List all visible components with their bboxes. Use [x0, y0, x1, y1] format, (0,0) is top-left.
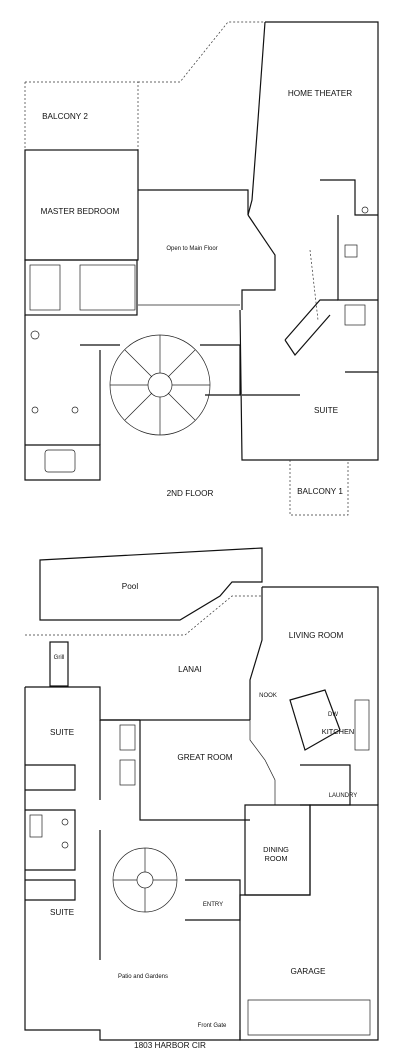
- main-floor-plan: Pool Grill LANAI LIVING ROOM NOOK DW KIT…: [24, 547, 379, 1050]
- master-bedroom-label: MASTER BEDROOM: [41, 207, 120, 216]
- stair-landing-walls: [80, 344, 241, 396]
- balcony-1-label: BALCONY 1: [297, 487, 343, 496]
- suite-fixture-1: [344, 244, 358, 258]
- grill-walls: [49, 641, 69, 687]
- suites-bath: [25, 809, 76, 871]
- great-room-angled-wall: [249, 720, 276, 805]
- front-gate-label: Front Gate: [198, 1023, 227, 1029]
- home-theater-walls: [247, 21, 379, 373]
- suite-bath-fixture-1: [29, 814, 43, 838]
- suite-bath-fixture-2: [61, 818, 69, 826]
- open-area-top-wall: [138, 189, 249, 215]
- roofline-dashed: [138, 21, 265, 83]
- living-room-west-wall: [249, 587, 263, 720]
- patio-and-gardens-label: Patio and Gardens: [118, 974, 168, 980]
- nook-label: NOOK: [259, 693, 277, 699]
- garage-walls: [239, 804, 379, 1041]
- bath-fixture-1: [29, 264, 61, 311]
- laundry-walls: [300, 764, 351, 806]
- great-room-fixture-2: [119, 759, 136, 786]
- second-floor-title: 2ND FLOOR: [167, 489, 214, 498]
- pool-label: Pool: [122, 582, 139, 591]
- pool-outline: [39, 547, 263, 621]
- suite-bath-fixture-3: [61, 841, 69, 849]
- lanai-south-wall: [25, 686, 250, 721]
- lanai-label: LANAI: [178, 665, 202, 674]
- upper-suite-walls: [239, 309, 379, 461]
- dishwasher-label: DW: [328, 712, 338, 718]
- suite-bath-wall-2: [337, 215, 378, 301]
- suite-diagonal-closet: [284, 299, 338, 356]
- dining-label-line: DINING: [263, 845, 289, 854]
- upper-suite-closet: [25, 764, 76, 791]
- living-room-outer-wall: [262, 586, 379, 805]
- bath-fixture-2: [79, 264, 136, 311]
- kitchen-counter: [354, 699, 370, 751]
- master-bedroom-walls: [24, 149, 139, 261]
- tub-fixture: [44, 449, 76, 473]
- lanai-dashed-roofline: [25, 595, 262, 636]
- sink-fixture-2: [71, 406, 79, 414]
- dining-label-line: ROOM: [265, 854, 288, 863]
- balcony-1-outline: [289, 460, 349, 516]
- master-bath-upper: [24, 259, 138, 316]
- garage-door: [247, 999, 371, 1036]
- home-theater-label: HOME THEATER: [288, 89, 352, 98]
- address-label: 1803 HARBOR CIR: [134, 1041, 206, 1050]
- garage-label: GARAGE: [290, 967, 326, 976]
- theater-lower-wall: [241, 214, 276, 310]
- second-floor-plan: BALCONY 2 HOME THEATER MASTER BEDROOM Op…: [24, 21, 379, 516]
- master-bath-lower: [24, 315, 101, 481]
- spiral-staircase-upper: [109, 334, 211, 436]
- suite-fixture-2: [344, 304, 366, 326]
- suite-bath-wall-1: [320, 179, 378, 216]
- grill-label: Grill: [54, 655, 65, 661]
- living-room-label: LIVING ROOM: [289, 631, 344, 640]
- entry-label: ENTRY: [203, 902, 223, 908]
- suite-fixture-3: [361, 206, 369, 214]
- lower-suite-closet: [25, 879, 76, 901]
- balcony-2-label: BALCONY 2: [42, 112, 88, 121]
- suite-upper-floor-label: SUITE: [314, 406, 339, 415]
- toilet-fixture: [30, 330, 40, 340]
- sink-fixture-1: [31, 406, 39, 414]
- entry-walls: [185, 879, 241, 921]
- kitchen-label: KITCHEN: [322, 727, 354, 736]
- suite-main-lower-label: SUITE: [50, 908, 75, 917]
- open-to-main-floor-label: Open to Main Floor: [166, 246, 217, 252]
- suite-main-upper-label: SUITE: [50, 728, 75, 737]
- great-room-label: GREAT ROOM: [177, 753, 232, 762]
- great-room-walls: [100, 719, 250, 821]
- great-room-fixture-1: [119, 724, 136, 751]
- laundry-label: LAUNDRY: [329, 793, 358, 799]
- kitchen-island: [289, 689, 341, 751]
- spiral-staircase-main: [112, 847, 178, 913]
